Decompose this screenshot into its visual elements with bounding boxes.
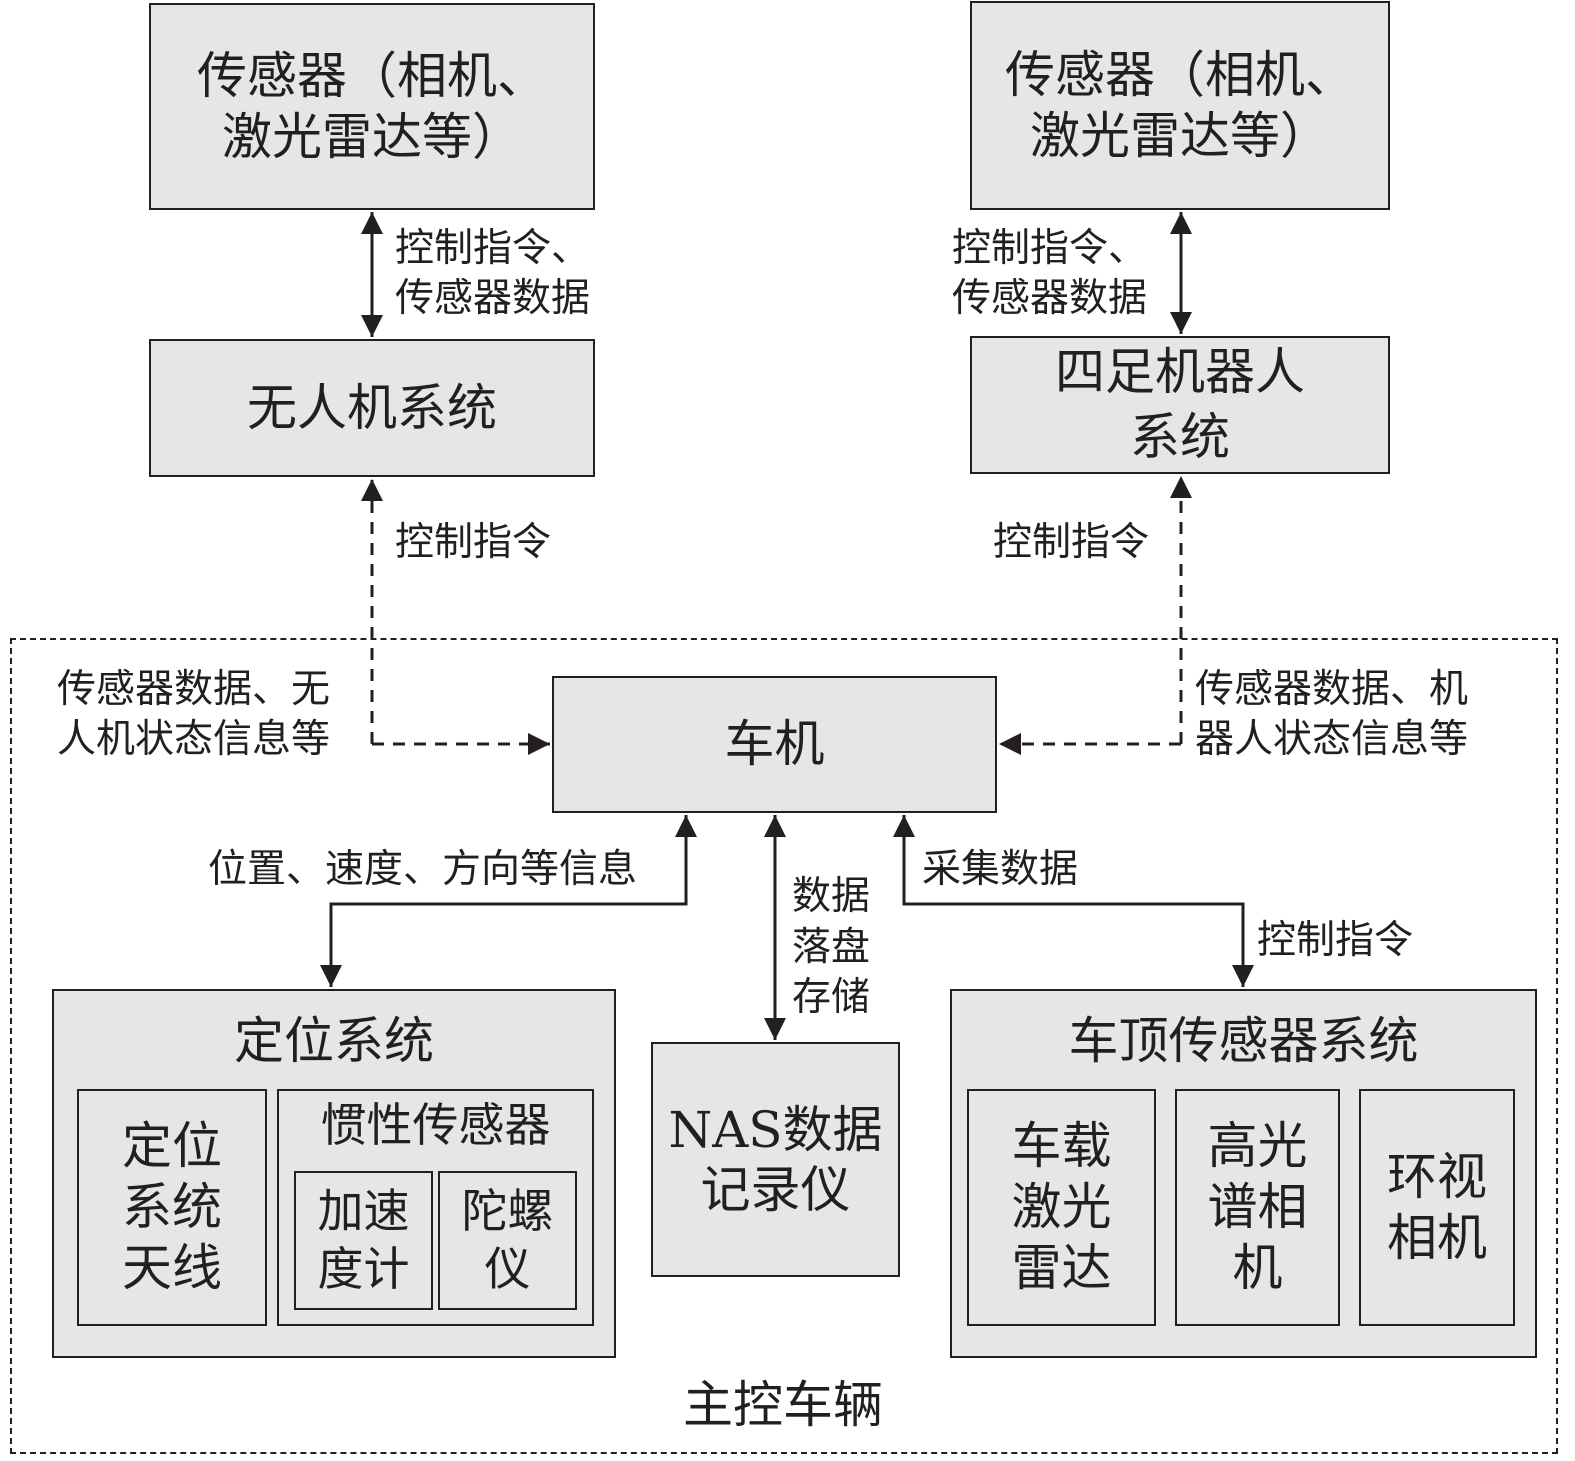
quadruped-system-box: 四足机器人 系统: [970, 336, 1390, 474]
storage-label: 数据 落盘 存储: [792, 874, 871, 1021]
positioning-antenna-label: 定位 系统 天线: [122, 1117, 222, 1297]
left-feedback-label: 传感器数据、无 人机状态信息等: [57, 667, 331, 762]
positioning-link-arrow: [320, 815, 697, 987]
sensor-left-label: 传感器（相机、 激光雷达等）: [197, 46, 547, 166]
roof-sensor-system-label: 车顶传感器系统: [1068, 1012, 1419, 1070]
surround-camera-label: 环视 相机: [1387, 1147, 1487, 1267]
vehicle-lidar-label: 车载 激光 雷达: [1011, 1117, 1112, 1297]
head-unit-label: 车机: [724, 715, 825, 773]
collect-data-label: 采集数据: [922, 847, 1079, 892]
inertial-sensor-label: 惯性传感器: [320, 1098, 551, 1152]
left-control-label: 控制指令: [395, 520, 552, 565]
main-vehicle-boundary: [10, 638, 1558, 1454]
nas-recorder-label: NAS数据 记录仪: [668, 1100, 883, 1219]
gyroscope-label: 陀螺 仪: [461, 1184, 554, 1296]
positioning-system-label: 定位系统: [234, 1012, 434, 1070]
accelerometer-label: 加速 度计: [317, 1184, 410, 1296]
right-feedback-label: 传感器数据、机 器人状态信息等: [1195, 667, 1469, 762]
hyperspectral-camera-label: 高光 谱相 机: [1207, 1117, 1308, 1297]
head-unit-box: 车机: [552, 676, 997, 813]
right-sensor-link-label: 控制指令、 传感器数据: [952, 226, 1148, 321]
surround-camera-box: 环视 相机: [1359, 1089, 1515, 1326]
main-vehicle-label: 主控车辆: [683, 1376, 883, 1434]
left-sensor-link-label: 控制指令、 传感器数据: [395, 226, 591, 321]
positioning-antenna-box: 定位 系统 天线: [77, 1089, 267, 1326]
gyroscope-box: 陀螺 仪: [438, 1171, 577, 1310]
drone-system-label: 无人机系统: [247, 378, 497, 437]
nas-recorder-box: NAS数据 记录仪: [651, 1042, 900, 1277]
right-control-label: 控制指令: [993, 520, 1150, 565]
vehicle-lidar-box: 车载 激光 雷达: [967, 1089, 1156, 1326]
drone-system-box: 无人机系统: [149, 339, 595, 477]
roof-control-label: 控制指令: [1257, 918, 1414, 963]
roof-sensor-link-arrow: [893, 815, 1254, 987]
sensor-right-label: 传感器（相机、 激光雷达等）: [1005, 45, 1355, 165]
accelerometer-box: 加速 度计: [294, 1171, 433, 1310]
quadruped-system-label: 四足机器人 系统: [1055, 343, 1305, 466]
hyperspectral-camera-box: 高光 谱相 机: [1175, 1089, 1340, 1326]
position-info-label: 位置、速度、方向等信息: [208, 847, 638, 892]
sensor-box-left: 传感器（相机、 激光雷达等）: [149, 3, 595, 210]
sensor-box-right: 传感器（相机、 激光雷达等）: [970, 1, 1390, 210]
